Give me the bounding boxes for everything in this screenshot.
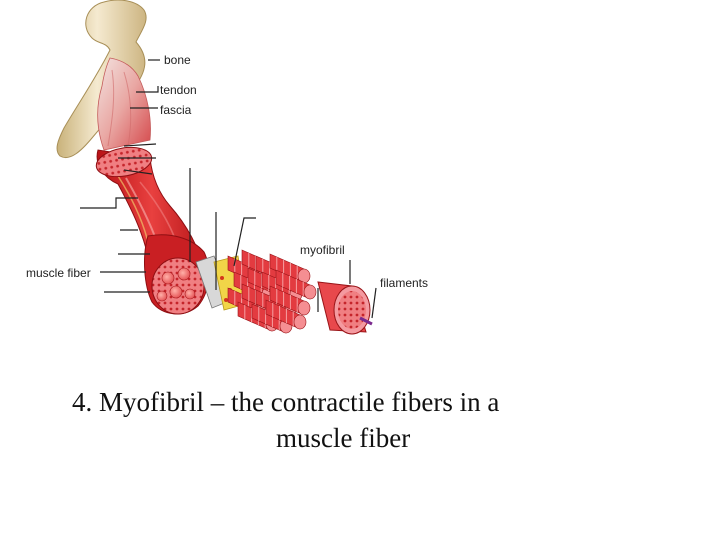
label-bone: bone (164, 53, 191, 67)
label-fascia: fascia (160, 103, 191, 117)
label-myofibril: myofibril (300, 243, 345, 257)
caption-line-1: 4. Myofibril – the contractile fibers in… (72, 384, 499, 420)
label-tendon: tendon (160, 83, 197, 97)
label-filaments: filaments (380, 276, 428, 290)
label-muscle-fiber: muscle fiber (26, 266, 91, 280)
filaments-section (318, 282, 372, 334)
caption-line-2: muscle fiber (276, 420, 410, 456)
myofibril-end (298, 301, 310, 315)
fascicle-bundle (145, 235, 209, 314)
myofibril-end (294, 315, 306, 329)
myofibril-end (304, 285, 316, 299)
